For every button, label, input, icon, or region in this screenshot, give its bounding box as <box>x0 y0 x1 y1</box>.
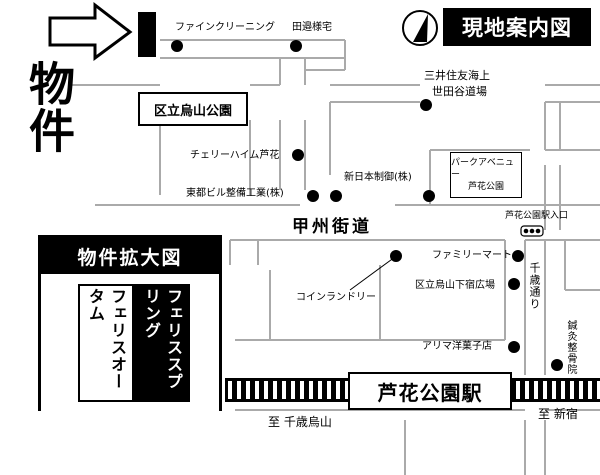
map-title: 現地案内図 <box>462 16 572 40</box>
railway-tie <box>228 381 232 399</box>
enlarged-map-frame: 物件拡大図 フェリスオータム フェリススプリング <box>38 235 222 414</box>
building-spring: フェリススプリング <box>134 284 190 402</box>
cherry-heim-dot <box>292 149 304 161</box>
mitsui-label-2: 世田谷道場 <box>432 85 487 98</box>
enlarged-map-header: 物件拡大図 <box>41 238 219 274</box>
station-label: 芦花公園駅 <box>377 380 483 405</box>
railway-tie <box>237 381 241 399</box>
shimotakaido-label: 区立烏山下宿広場 <box>415 280 495 291</box>
tanabe-label: 田邉様宅 <box>292 22 332 33</box>
coin-laundry-dot <box>390 250 402 262</box>
building-autumn: フェリスオータム <box>78 284 134 402</box>
railway-tie <box>300 381 304 399</box>
building-spring-label: フェリススプリング <box>142 288 183 390</box>
nihon-seigyo-label: 新日本制御(株) <box>344 172 412 183</box>
mitsui-dot <box>420 99 432 111</box>
railway-tie <box>552 381 556 399</box>
park-avenue-label-2: 芦花公園 <box>467 182 504 192</box>
north-compass-icon <box>402 10 438 46</box>
railway-tie <box>516 381 520 399</box>
railway-tie <box>570 381 574 399</box>
toto-bill-dot <box>307 190 319 202</box>
road-lines <box>70 39 600 475</box>
map-title-box: 現地案内図 <box>443 8 591 46</box>
railway-tie <box>543 381 547 399</box>
coin-laundry-leader <box>349 256 396 291</box>
family-mart-dot <box>512 250 524 262</box>
acupuncture-dot <box>551 359 563 371</box>
cherry-heim-label: チェリーハイム芦花 <box>190 150 280 161</box>
railway-tie <box>309 381 313 399</box>
park-avenue-box: パークアベニュー 芦花公園 <box>450 152 522 198</box>
railway-tie <box>534 381 538 399</box>
avenue-label: 甲州街道 <box>292 217 372 237</box>
park-box: 区立烏山公園 <box>138 92 248 126</box>
arima-label: アリマ洋菓子店 <box>422 341 492 352</box>
railway-tie <box>282 381 286 399</box>
fine-cleaning-dot <box>171 40 183 52</box>
toto-bill-label: 東都ビル整備工業(株) <box>186 188 284 199</box>
station-box: 芦花公園駅 <box>348 372 512 410</box>
to-chitose-karasuyama-label: 至 千歳烏山 <box>268 415 332 429</box>
park-avenue-label-1: パークアベニュー <box>451 158 514 180</box>
railway-tie <box>255 381 259 399</box>
mitsui-label-1: 三井住友海上 <box>424 69 490 82</box>
railway-tie <box>525 381 529 399</box>
shimotakaido-dot <box>508 278 520 290</box>
property-marker-block <box>138 12 156 57</box>
railway-tie <box>246 381 250 399</box>
station-entrance-label: 芦花公園駅入口 <box>505 211 569 221</box>
to-shinjuku-label: 至 新宿 <box>538 407 578 421</box>
arima-dot <box>508 341 520 353</box>
railway-tie <box>579 381 583 399</box>
tanabe-dot <box>290 40 302 52</box>
railway-tie <box>318 381 322 399</box>
railway-tie <box>336 381 340 399</box>
property-label: 物件 <box>22 60 76 154</box>
railway-tie <box>264 381 268 399</box>
coin-laundry-label: コインランドリー <box>296 292 376 303</box>
fine-cleaning-label: ファインクリーニング <box>175 22 275 33</box>
railway-tie <box>597 381 600 399</box>
acupuncture-label: 鍼灸整骨院 <box>565 320 576 375</box>
family-mart-label: ファミリーマート <box>432 250 512 261</box>
enlarged-map-title: 物件拡大図 <box>77 246 183 269</box>
property-direction-arrow <box>48 1 133 61</box>
traffic-signal-icon <box>520 225 544 237</box>
nihon-seigyo-dot <box>330 190 342 202</box>
railway-tie <box>345 381 349 399</box>
railway-tie <box>273 381 277 399</box>
railway-tie <box>561 381 565 399</box>
railway-tie <box>291 381 295 399</box>
railway-tie <box>327 381 331 399</box>
building-autumn-label: フェリスオータム <box>86 288 127 390</box>
chitose-street-label: 千歳通り <box>528 262 541 310</box>
landmark-dots <box>171 40 563 371</box>
park-label: 区立烏山公園 <box>153 103 232 119</box>
railway-tie <box>588 381 592 399</box>
park-avenue-dot <box>423 190 435 202</box>
